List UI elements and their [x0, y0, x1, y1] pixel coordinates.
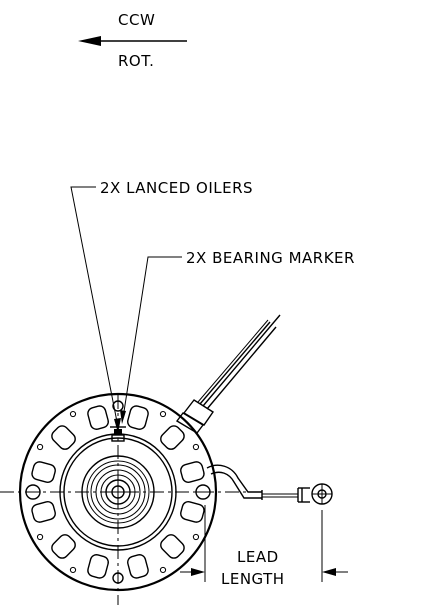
small-hole	[69, 410, 77, 418]
lead-wire-upper	[175, 314, 281, 434]
small-hole	[192, 533, 200, 541]
hub-ring-1	[81, 455, 155, 529]
lead-length-line1: LEAD	[237, 548, 279, 566]
vent-slot	[51, 534, 76, 559]
vent-slot	[87, 554, 109, 579]
motor-end-view-icon	[0, 392, 262, 605]
callout-oilers: 2X LANCED OILERS	[70, 179, 253, 433]
oilers-callout-label: 2X LANCED OILERS	[100, 179, 253, 197]
vent-slot	[51, 425, 76, 450]
lead-length-line2: LENGTH	[221, 570, 285, 588]
lead-length-dimension: LEAD LENGTH	[180, 505, 348, 588]
end-cap-inner	[63, 437, 173, 547]
rotation-direction-label: CCW	[118, 11, 155, 29]
ring-terminal-icon	[311, 483, 333, 505]
vent-slot	[180, 501, 205, 523]
callout-bearing-marker: 2X BEARING MARKER	[120, 249, 355, 424]
vent-slot	[31, 461, 56, 483]
mounting-holes	[36, 410, 200, 574]
rotation-label: ROT.	[118, 52, 154, 70]
small-hole	[159, 566, 167, 574]
small-hole	[192, 443, 200, 451]
vent-slot	[127, 554, 149, 579]
vent-slot	[127, 405, 149, 430]
lead-wire-ground	[206, 464, 310, 503]
stud-bottom	[112, 572, 124, 584]
bearing-marker-callout-label: 2X BEARING MARKER	[186, 249, 355, 267]
vent-slot	[87, 405, 109, 430]
vent-slot	[180, 461, 205, 483]
vent-slot	[31, 501, 56, 523]
vent-slot	[160, 425, 185, 450]
small-hole	[159, 410, 167, 418]
rotation-indicator: CCW ROT.	[78, 11, 187, 70]
small-hole	[36, 533, 44, 541]
vent-slot	[160, 534, 185, 559]
arrow-left-icon	[78, 36, 187, 46]
bearing-marker	[111, 434, 125, 442]
small-hole	[69, 566, 77, 574]
lead-grommet	[182, 399, 214, 426]
oiler-marker	[114, 429, 122, 434]
stud-top	[112, 400, 124, 412]
motor-housing	[18, 392, 218, 592]
ventilation-slots	[31, 405, 205, 579]
small-hole	[36, 443, 44, 451]
